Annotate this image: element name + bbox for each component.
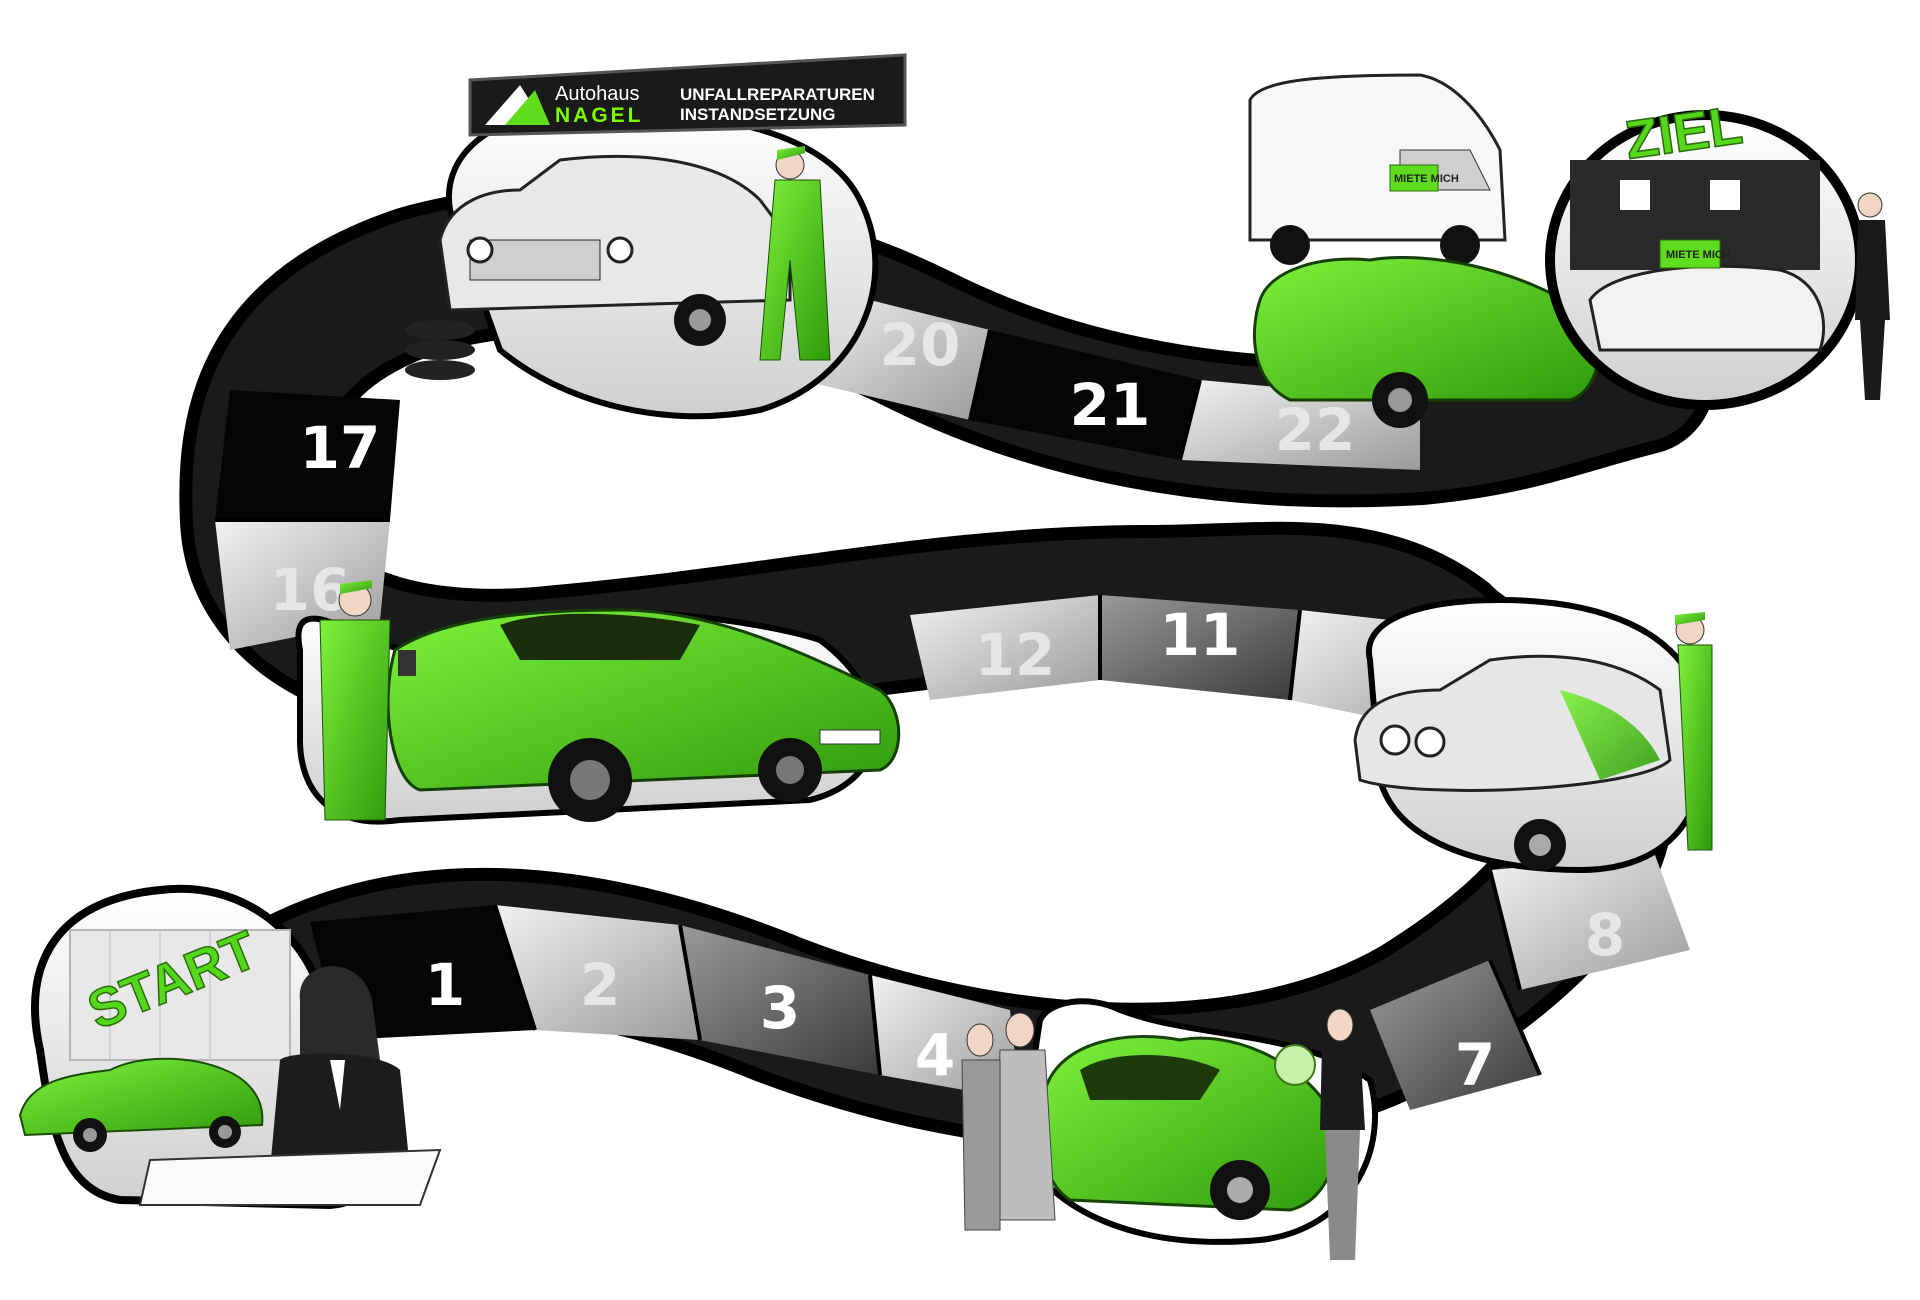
van-banner-text: MIETE MICH	[1394, 173, 1459, 185]
tile-7	[1370, 960, 1540, 1110]
tile-number-11: 11	[1160, 601, 1241, 669]
tile-number-2: 2	[580, 951, 620, 1019]
sign-line-1: UNFALLREPARATUREN	[680, 85, 875, 104]
tile-22	[1180, 380, 1420, 470]
tile-11	[1100, 595, 1300, 700]
car-banner-text: MIETE MICH	[1666, 249, 1731, 261]
tile-3	[680, 925, 880, 1075]
tile-2	[495, 905, 700, 1040]
handover-scene	[961, 998, 1378, 1260]
tile-number-22: 22	[1275, 396, 1356, 464]
tile-number-12: 12	[975, 621, 1056, 689]
workshop-scene: Autohaus NAGEL UNFALLREPARATUREN INSTAND…	[405, 53, 907, 420]
tile-number-3: 3	[760, 974, 800, 1042]
tile-number-8: 8	[1585, 901, 1625, 969]
tile-number-20: 20	[880, 311, 961, 379]
tile-numbers: 1 2 3 4 7 8 10 11 12 16 17 20 21 22	[270, 311, 1626, 1099]
tile-number-16: 16	[270, 556, 351, 624]
tile-number-21: 21	[1070, 371, 1151, 439]
tile-number-7: 7	[1455, 1031, 1495, 1099]
sign-brand-top: Autohaus	[555, 83, 640, 105]
tile-21	[970, 330, 1200, 460]
autohaus-sign: Autohaus NAGEL UNFALLREPARATUREN INSTAND…	[468, 53, 907, 137]
tile-8	[1490, 855, 1690, 990]
tile-number-4: 4	[915, 1021, 955, 1089]
tile-17	[215, 390, 400, 520]
sportscar-scene	[295, 580, 901, 825]
start-scene: START	[18, 884, 442, 1210]
tile-number-17: 17	[300, 414, 381, 482]
repair-scene-right	[1353, 596, 1713, 874]
tile-number-1: 1	[425, 951, 465, 1019]
tile-12	[910, 595, 1100, 700]
sign-line-2: INSTANDSETZUNG	[680, 105, 836, 124]
tile-16	[215, 520, 390, 650]
rental-scene: MIETE MICH MIETE MICH ZIEL	[1248, 73, 1890, 428]
sign-brand-name: NAGEL	[555, 104, 644, 127]
